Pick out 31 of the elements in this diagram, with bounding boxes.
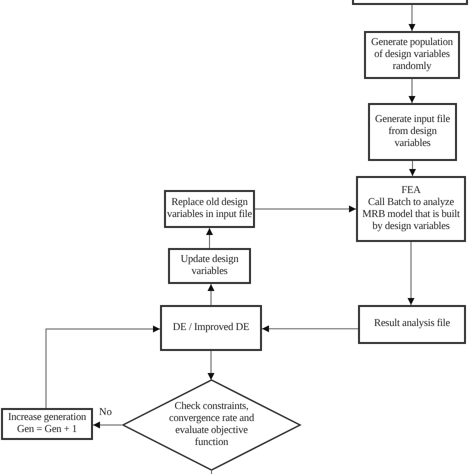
arrow: [206, 228, 213, 248]
node-text: Check constraints, convergence rate and evaluate objective function: [168, 400, 255, 450]
process-box: [168, 248, 251, 284]
arrow: [92, 422, 124, 428]
arrow: [46, 326, 160, 408]
node-text: Call Batch to analyze MRB model that is built by design variables: [361, 196, 461, 234]
edge-label: No: [98, 407, 113, 418]
node-text: Generate population of design variables randomly: [370, 36, 454, 74]
arrow: [409, 160, 416, 176]
arrow: [208, 284, 214, 306]
node-text: Update design variables: [180, 254, 240, 278]
arrow: [408, 242, 414, 306]
process-box: [356, 176, 466, 242]
node-text: FEA: [401, 184, 421, 197]
arrow: [262, 325, 358, 332]
arrow: [254, 206, 356, 212]
decision-diamond: [123, 380, 300, 470]
node-text: Generate input file from design variables: [374, 114, 451, 150]
process-box: [160, 305, 262, 351]
node-text: Result analysis file: [374, 318, 450, 331]
arrow: [408, 78, 416, 104]
node-text: Replace old design variables in input file: [166, 196, 253, 222]
process-box: [364, 31, 460, 79]
process-box: [1, 408, 93, 440]
arrow: [408, 4, 416, 32]
process-box: [358, 305, 466, 344]
arrow: [208, 350, 214, 380]
node-text: DE / Improved DE: [172, 322, 250, 334]
process-box: [368, 103, 457, 161]
process-box: [164, 190, 255, 228]
node-text: Increase generation Gen = Gen + 1: [6, 412, 88, 436]
